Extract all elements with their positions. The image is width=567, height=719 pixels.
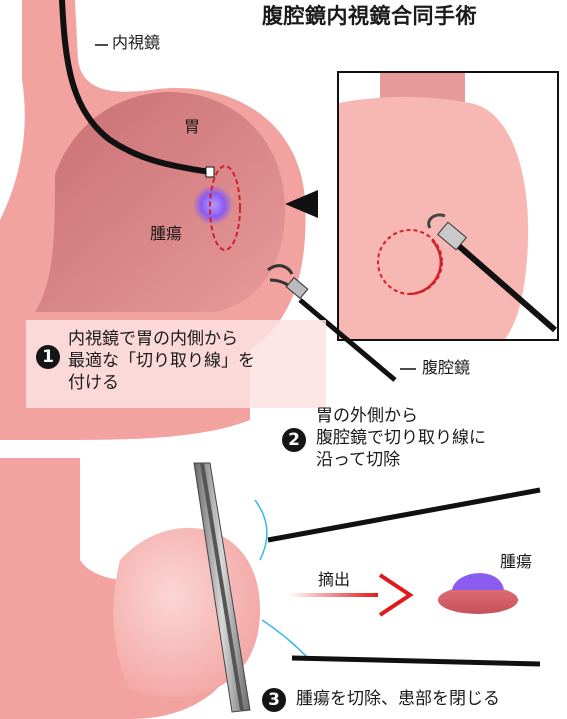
laparoscope-instrument-lower <box>292 658 540 664</box>
suture-upper <box>255 500 267 560</box>
step2-text: 胃の外側から 腹腔鏡で切り取り線に 沿って切除 <box>316 405 486 471</box>
stomach-illustration-bottom <box>0 458 540 719</box>
label-tumor: 腫瘍 <box>150 225 182 243</box>
removed-tumor-mass <box>452 573 504 590</box>
extraction-arrow-head <box>380 575 410 615</box>
extraction-arrow-shaft <box>288 593 378 597</box>
tumor-blob <box>193 185 233 225</box>
label-laparoscope: 腹腔鏡 <box>422 359 470 377</box>
step1-line2: 最適な「切り取り線」を <box>68 350 255 372</box>
removed-tumor-disk <box>438 586 518 614</box>
step2-line2: 腹腔鏡で切り取り線に <box>316 427 486 449</box>
label-tumor-removed: 腫瘍 <box>500 553 532 571</box>
endoscope-tip <box>206 167 214 177</box>
inset-stomach <box>339 97 528 345</box>
step3-number: 3 <box>262 688 286 712</box>
step1-text: 内視鏡で胃の内側から 最適な「切り取り線」を 付ける <box>68 328 255 394</box>
step1-line3: 付ける <box>68 372 255 394</box>
suture-lower <box>262 620 310 660</box>
step1-line1: 内視鏡で胃の内側から <box>68 328 255 350</box>
step3-line1: 腫瘍を切除、患部を閉じる <box>296 688 500 710</box>
laparoscope-instrument-upper <box>268 490 540 540</box>
label-extraction: 摘出 <box>318 571 350 589</box>
page-title: 腹腔鏡内視鏡合同手術 <box>262 4 477 28</box>
step2-number: 2 <box>282 428 306 452</box>
step3-text: 腫瘍を切除、患部を閉じる <box>296 688 500 710</box>
step2-line3: 沿って切除 <box>316 449 486 471</box>
step2-line1: 胃の外側から <box>316 405 486 427</box>
step1-number: 1 <box>36 345 60 369</box>
label-stomach: 胃 <box>184 118 200 136</box>
inset-panel <box>338 72 558 345</box>
label-endoscope: 内視鏡 <box>112 34 160 52</box>
